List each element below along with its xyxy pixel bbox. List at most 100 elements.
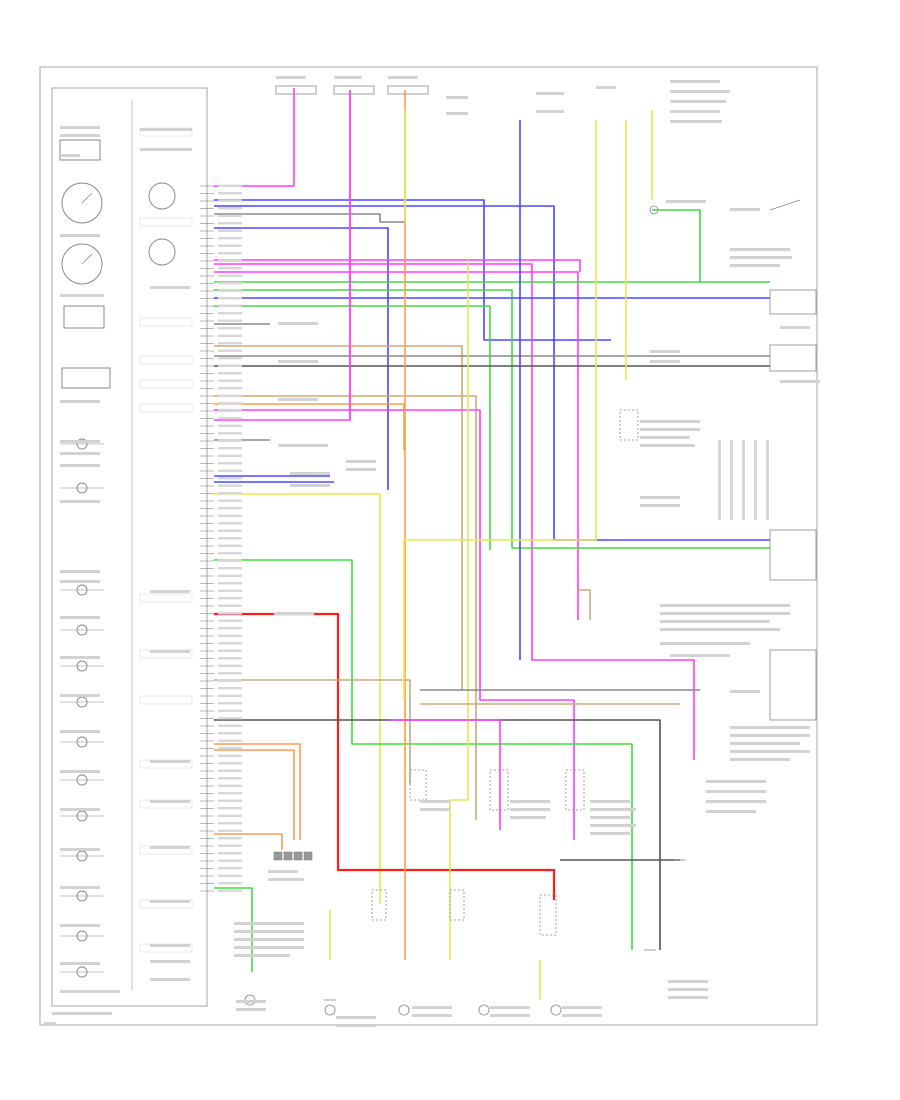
wire-tag [218,694,242,697]
wire-peach-3 [214,833,283,850]
illegible-text [60,126,100,129]
illegible-text [234,954,290,957]
wire-tag [218,274,242,277]
illegible-text [150,800,190,803]
illegible-text [590,800,630,803]
illegible-text [236,1000,266,1003]
illegible-text [490,1006,530,1009]
wire-tag [218,349,242,352]
illegible-text [388,76,418,79]
illegible-text [536,110,564,113]
illegible-text [236,1008,266,1011]
illegible-text [446,112,468,115]
illegible-text [60,464,100,467]
illegible-text [670,110,720,113]
illegible-text [590,808,636,811]
illegible-text [590,832,630,835]
illegible-text [60,570,100,573]
illegible-text [510,808,550,811]
illegible-text [336,1016,376,1019]
illegible-text [670,80,720,83]
switch-component [409,769,427,801]
wire-green-sensor [652,209,701,282]
wire-tag [218,199,242,202]
wire-pink-h1 [390,719,501,830]
vertical-illegible-text [766,440,769,520]
illegible-text [562,1014,602,1017]
illegible-text [446,96,468,99]
wire-tag [218,627,242,630]
switch-component [565,769,585,811]
illegible-text [60,886,100,889]
wire-tag [218,642,242,645]
bulb [478,1004,490,1016]
illegible-text [60,234,100,237]
wire-darkgray-lower [214,719,661,950]
illegible-text [670,90,730,93]
illegible-text [660,620,770,623]
wire-orange-mid [214,403,405,450]
wire-tag [218,507,242,510]
illegible-text [290,472,330,475]
illegible-text [660,612,790,615]
vertical-illegible-text [730,440,733,520]
switch-component [449,889,465,921]
illegible-text [706,790,766,793]
illegible-text [640,504,680,507]
wire-pink-fuse-feed [214,88,295,187]
wire-tag [218,559,242,562]
text-placeholders [44,76,820,1027]
wire-tag [218,889,242,892]
illegible-text [666,200,706,203]
illegible-text [150,590,190,593]
illegible-text [150,650,190,653]
wire-tag [218,717,242,720]
wire-tag [218,222,242,225]
wire-tag [218,192,242,195]
vertical-illegible-text [754,440,757,520]
cluster-label-block [139,355,193,365]
wire-pink-right [214,263,695,760]
speedometer-gauge [61,182,103,224]
wire-tag [218,424,242,427]
component-layer [244,85,817,1016]
wire-tag [218,619,242,622]
tachometer-needle [81,253,93,265]
illegible-text [140,128,192,131]
cluster-display-box [59,139,101,161]
illegible-text [670,654,730,657]
switch-component [619,409,639,441]
wire-tag [218,867,242,870]
fuse-block [387,85,429,95]
cluster-label-block [139,217,193,227]
wire-tag [218,604,242,607]
illegible-text [780,326,810,329]
wire-tag [218,387,242,390]
wire-tag [218,859,242,862]
fuel-gauge [148,182,176,210]
illegible-text [730,726,810,729]
wire-tag [218,844,242,847]
wire-tag [218,259,242,262]
illegible-text [60,924,100,927]
wire-tan-brake [578,589,591,620]
switch-contact [769,199,801,211]
wire-tag [218,552,242,555]
wire-tag [218,454,242,457]
connector-pin [293,851,303,861]
wire-green-bottom [214,887,253,972]
illegible-text [660,642,750,645]
wire-yellow-right [403,120,597,700]
wire-layer [214,88,770,1000]
illegible-text [60,154,80,157]
illegible-text [60,440,100,443]
illegible-text [60,616,100,619]
illegible-text [640,428,700,431]
illegible-text [590,816,630,819]
illegible-text [60,500,100,503]
wire-tag [218,754,242,757]
wire-tag [218,829,242,832]
wire-tag [218,792,242,795]
connector-pin [273,851,283,861]
wire-green-long [214,289,770,549]
